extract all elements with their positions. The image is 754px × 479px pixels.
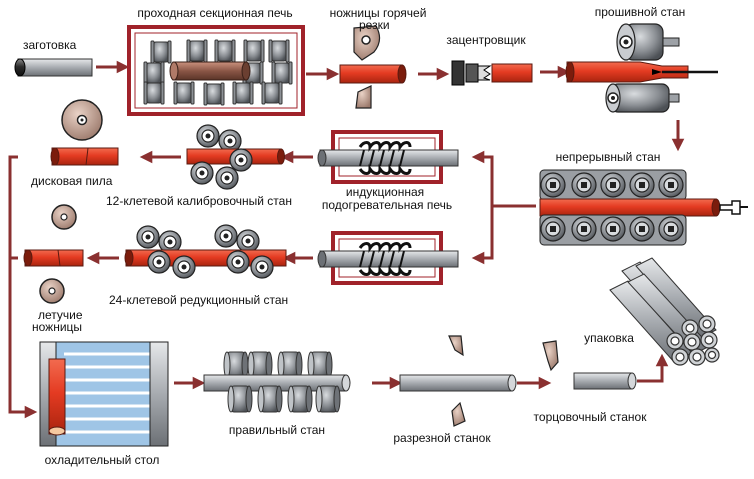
hot-pipe-centering: [491, 63, 533, 83]
hot-pipe-continuous: [539, 198, 717, 217]
sectional-furnace: [127, 25, 305, 116]
cooling-bed: [39, 341, 169, 447]
pipe-in-induction-lower: [319, 250, 459, 268]
induction-coil-lower: [358, 242, 412, 253]
disc-saw: [50, 99, 119, 166]
label-cutting-machine: разрезной станок: [393, 431, 491, 445]
pipe-in-induction-upper: [319, 149, 459, 167]
straightening-mill: [203, 351, 351, 413]
centering-machine: [451, 60, 533, 86]
piercing-roll-upper: [616, 23, 680, 61]
continuous-upper-rolls: [539, 169, 687, 201]
mandrel-end: [719, 200, 741, 215]
label-flying-shears-line2: ножницы: [32, 320, 83, 334]
induction-furnace-lower: [317, 231, 459, 285]
facing-machine: [542, 340, 637, 390]
hot-pipe-flying: [24, 249, 84, 267]
hot-pipe-shears: [339, 64, 403, 84]
label-facing-machine: торцовочный станок: [533, 410, 647, 424]
label-reducing-mill: 24-клетевой редукционный стан: [109, 293, 289, 307]
label-continuous-mill: непрерывный стан: [555, 150, 661, 164]
pipe-facing: [573, 372, 633, 390]
facing-tool: [542, 340, 559, 372]
sizing-mill: [186, 124, 285, 190]
continuous-mill: [539, 169, 748, 246]
cutter-lower: [451, 401, 466, 427]
continuous-lower-rolls: [539, 214, 687, 246]
piercing-mill: [565, 23, 718, 113]
label-hot-shears-line2: резки: [359, 18, 390, 32]
label-billet: заготовка: [23, 38, 77, 52]
hot-pipe-piercing: [566, 61, 689, 83]
induction-coil-upper: [358, 141, 412, 152]
shear-lower-blade: [355, 85, 372, 109]
label-packing: упаковка: [584, 331, 634, 345]
label-sectional-furnace: проходная секционная печь: [137, 6, 293, 20]
label-straightening-mill: правильный стан: [228, 423, 326, 437]
arrow-continuous-to-induction-lower: [471, 206, 494, 265]
arrow-facing-to-packing: [637, 353, 669, 383]
label-cooling-bed: охладительный стол: [44, 453, 160, 467]
label-flying-shears-line1: летучие: [38, 308, 83, 322]
piercing-roll-lower: [605, 83, 680, 113]
reducing-mill: [124, 224, 287, 279]
hot-pipe-cooling: [48, 358, 66, 435]
flow-arrows: [8, 60, 685, 419]
label-hot-shears-line1: ножницы горячей: [329, 6, 427, 20]
hot-pipe-saw: [51, 147, 119, 166]
arrow-to-cooling-bed: [8, 155, 38, 419]
label-centering: зацентровщик: [446, 33, 526, 47]
label-induction-line2: подогревательная печь: [321, 198, 453, 212]
arrow-continuous-to-induction-upper: [471, 150, 536, 208]
billet: [14, 58, 93, 77]
label-sizing-mill: 12-клетевой калибровочный стан: [106, 194, 292, 208]
cutting-machine: [399, 335, 517, 427]
pipe-cutting: [399, 374, 513, 392]
pipe-bundle: [609, 257, 720, 366]
label-induction-line1: индукционная: [345, 185, 425, 199]
billet-in-furnace: [172, 61, 247, 81]
label-piercing-mill: прошивной стан: [594, 5, 686, 19]
cutter-upper: [448, 335, 464, 357]
hot-shears: [339, 25, 407, 109]
label-disc-saw: дисковая пила: [31, 174, 113, 188]
induction-furnace-upper: [317, 130, 459, 184]
flying-shears: [23, 204, 84, 304]
